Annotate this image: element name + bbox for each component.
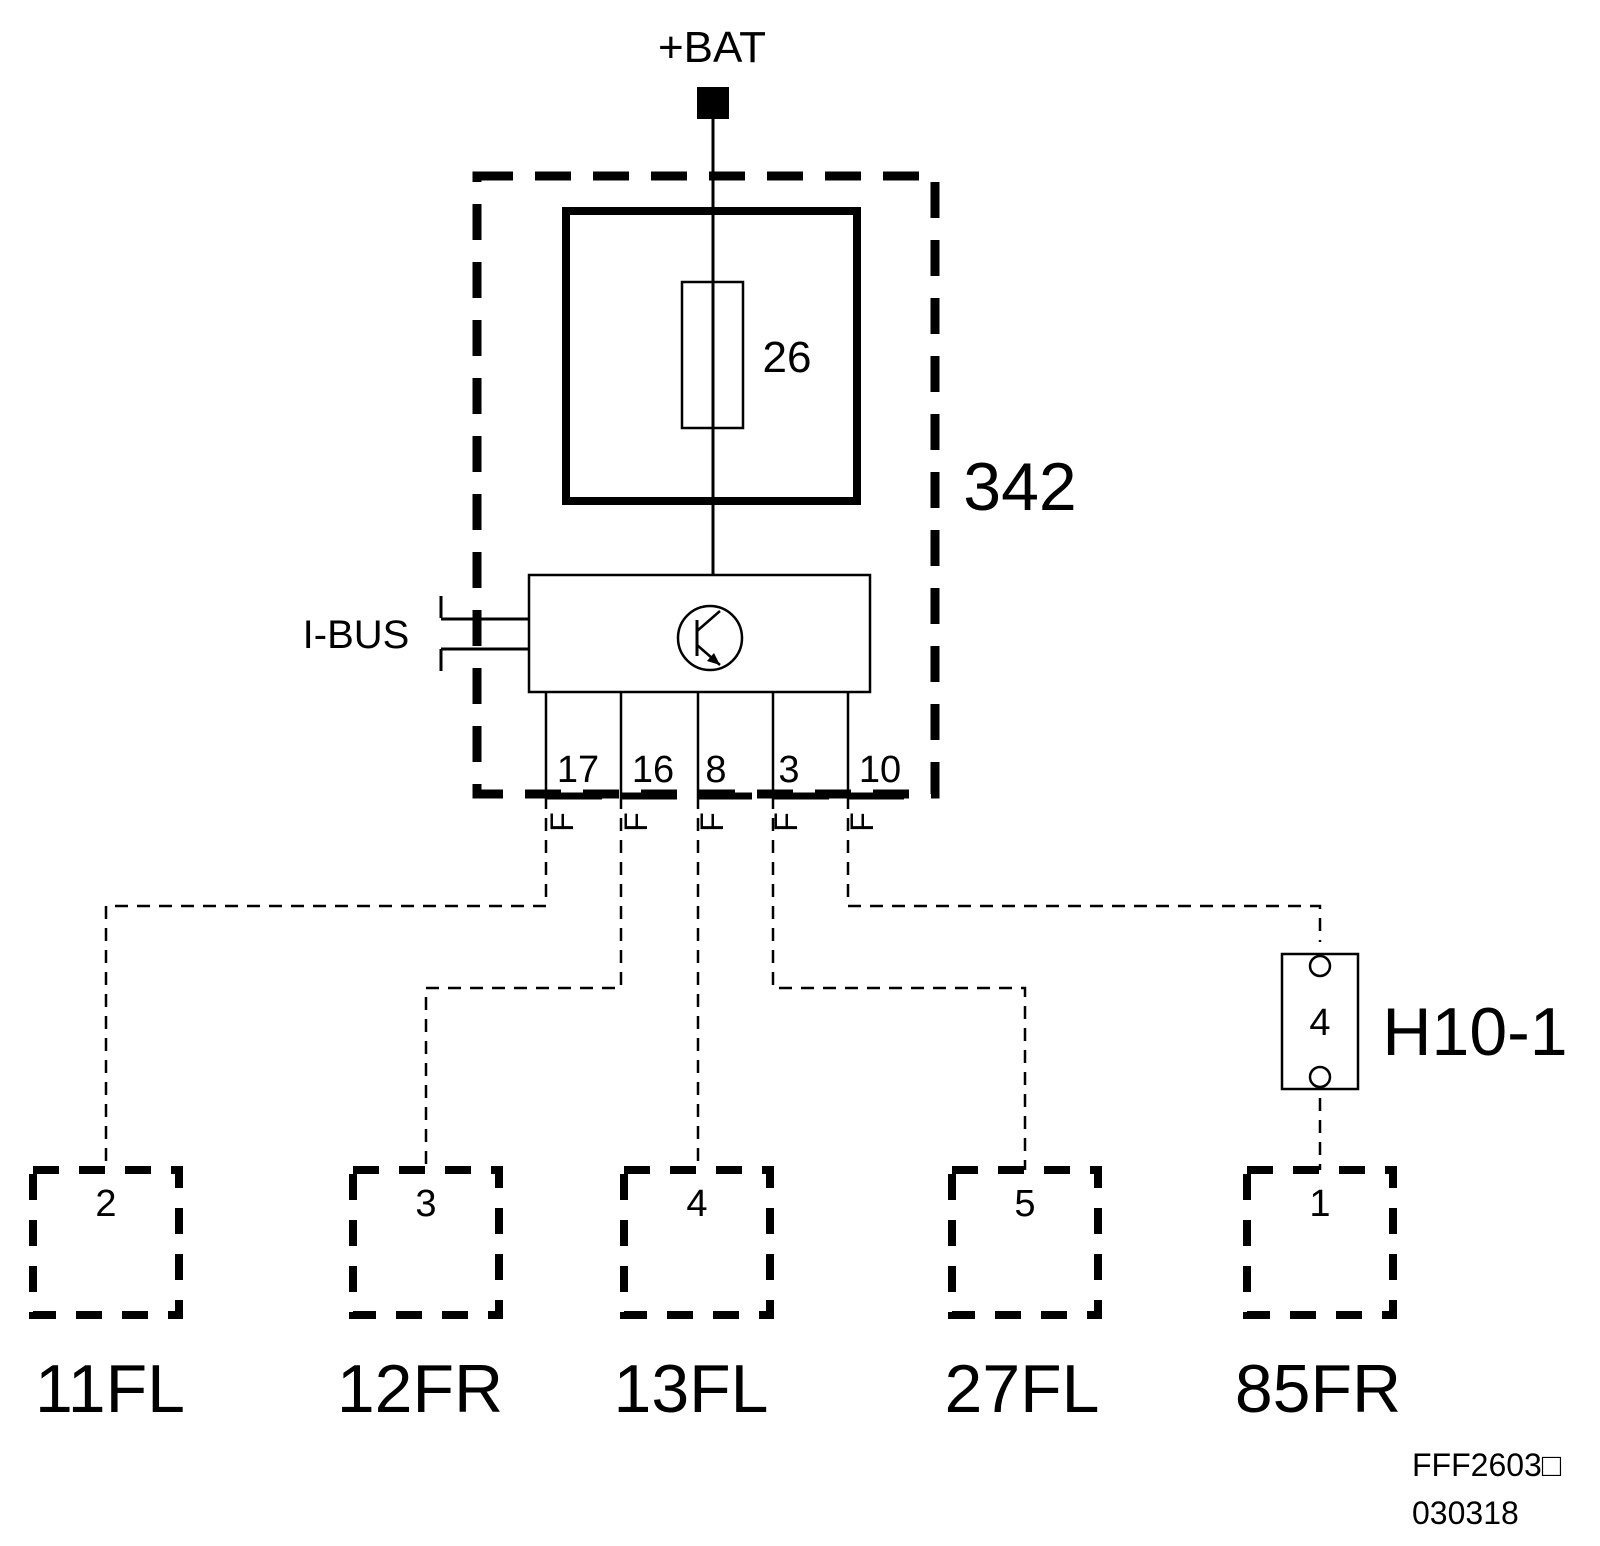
terminal-code-label: F — [544, 812, 580, 832]
connector-id: H10-1 — [1382, 994, 1567, 1070]
wire-to-27fl — [771, 796, 1027, 1170]
terminal-code-label: F — [768, 812, 804, 832]
load-label: 85FR — [1235, 1351, 1401, 1427]
supply-label: +BAT — [658, 23, 766, 72]
bus-label: I-BUS — [303, 613, 410, 657]
load-27fl: 5 27FL — [945, 1166, 1102, 1427]
terminal-pin-label: 10 — [859, 749, 901, 791]
wire-to-12fr — [424, 796, 623, 1170]
load-box — [948, 1166, 1102, 1319]
wire-to-11fl — [104, 796, 548, 1170]
load-label: 27FL — [945, 1351, 1100, 1427]
terminal-pin-label: 17 — [557, 749, 599, 791]
terminal-17: 17 F — [544, 692, 602, 832]
load-label: 12FR — [337, 1351, 503, 1427]
load-85fr: 1 85FR — [1235, 1166, 1401, 1427]
load-pin-label: 1 — [1309, 1183, 1330, 1225]
terminal-8: 8 F — [694, 692, 752, 832]
load-12fr: 3 12FR — [337, 1166, 503, 1427]
terminal-16: 16 F — [618, 692, 677, 832]
load-box — [29, 1166, 183, 1319]
figure-date: 030318 — [1412, 1495, 1519, 1531]
connector-pin-icon — [1308, 954, 1332, 978]
bus-connector-icon — [439, 596, 529, 671]
load-pin-label: 4 — [686, 1183, 707, 1225]
load-label: 13FL — [614, 1351, 769, 1427]
wire-to-h10-1 — [846, 796, 1322, 942]
connector-pin-icon — [1308, 1065, 1332, 1089]
load-pin-label: 2 — [95, 1183, 116, 1225]
fuse-number: 26 — [763, 333, 812, 382]
load-label: 11FL — [35, 1351, 185, 1427]
connector-pin-label: 4 — [1309, 1002, 1330, 1044]
load-pin-label: 3 — [415, 1183, 436, 1225]
load-box — [349, 1166, 503, 1319]
control-unit — [527, 573, 872, 694]
terminal-pin-label: 3 — [778, 749, 799, 791]
battery-terminal — [697, 87, 729, 119]
terminal-code-label: F — [694, 812, 730, 832]
terminal-pin-label: 16 — [632, 749, 674, 791]
load-13fl: 4 13FL — [614, 1166, 774, 1427]
fuse-box — [562, 207, 861, 505]
figure-code: FFF2603□ — [1412, 1447, 1562, 1483]
terminal-3: 3 F — [768, 692, 829, 832]
transistor-icon — [676, 604, 744, 672]
load-box — [1243, 1166, 1397, 1319]
load-11fl: 2 11FL — [29, 1166, 185, 1427]
terminal-code-label: F — [618, 812, 654, 832]
terminal-code-label: F — [844, 812, 880, 832]
load-pin-label: 5 — [1014, 1183, 1035, 1225]
load-box — [620, 1166, 774, 1319]
module-id: 342 — [963, 449, 1076, 525]
terminal-10: 10 F — [844, 692, 904, 832]
terminal-pin-label: 8 — [705, 749, 726, 791]
